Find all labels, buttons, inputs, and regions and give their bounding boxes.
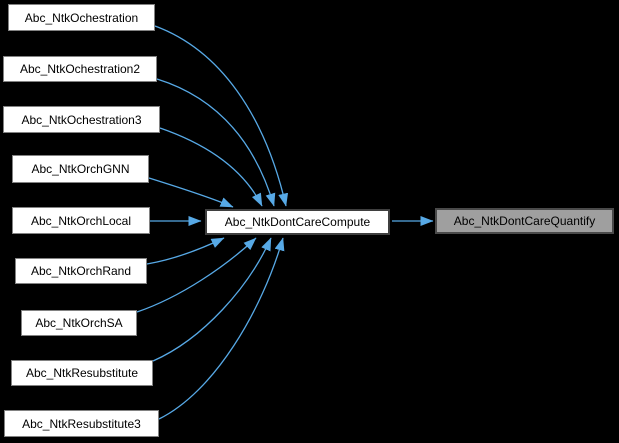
edge-orchsa-to-compute: [136, 237, 257, 313]
edge-orchrand-to-compute: [146, 237, 225, 265]
edge-resubstitute-to-compute: [152, 237, 272, 362]
edge-ochestration2-to-compute: [156, 78, 276, 207]
node-abc-ntkorchrand[interactable]: Abc_NtkOrchRand: [15, 258, 147, 284]
edge-orchgnn-to-compute: [148, 177, 234, 208]
node-abc-ntkorchgnn[interactable]: Abc_NtkOrchGNN: [12, 155, 149, 183]
edge-ochestration3-to-compute: [159, 127, 263, 207]
node-abc-ntkorchlocal[interactable]: Abc_NtkOrchLocal: [12, 207, 150, 234]
node-abc-ntkochestration3[interactable]: Abc_NtkOchestration3: [3, 106, 160, 133]
node-abc-ntkresubstitute[interactable]: Abc_NtkResubstitute: [11, 360, 153, 386]
node-abc-ntkochestration[interactable]: Abc_NtkOchestration: [8, 4, 155, 31]
node-abc-ntkdontcarecompute[interactable]: Abc_NtkDontCareCompute: [205, 209, 390, 235]
edge-ochestration-to-compute: [154, 25, 289, 207]
node-abc-ntkochestration2[interactable]: Abc_NtkOchestration2: [3, 56, 157, 82]
node-abc-ntkorchsa[interactable]: Abc_NtkOrchSA: [21, 310, 137, 336]
node-abc-ntkdontcarequantify: Abc_NtkDontCareQuantify: [435, 208, 614, 234]
node-abc-ntkresubstitute3[interactable]: Abc_NtkResubstitute3: [4, 410, 159, 437]
edge-resubstitute3-to-compute: [158, 237, 285, 420]
